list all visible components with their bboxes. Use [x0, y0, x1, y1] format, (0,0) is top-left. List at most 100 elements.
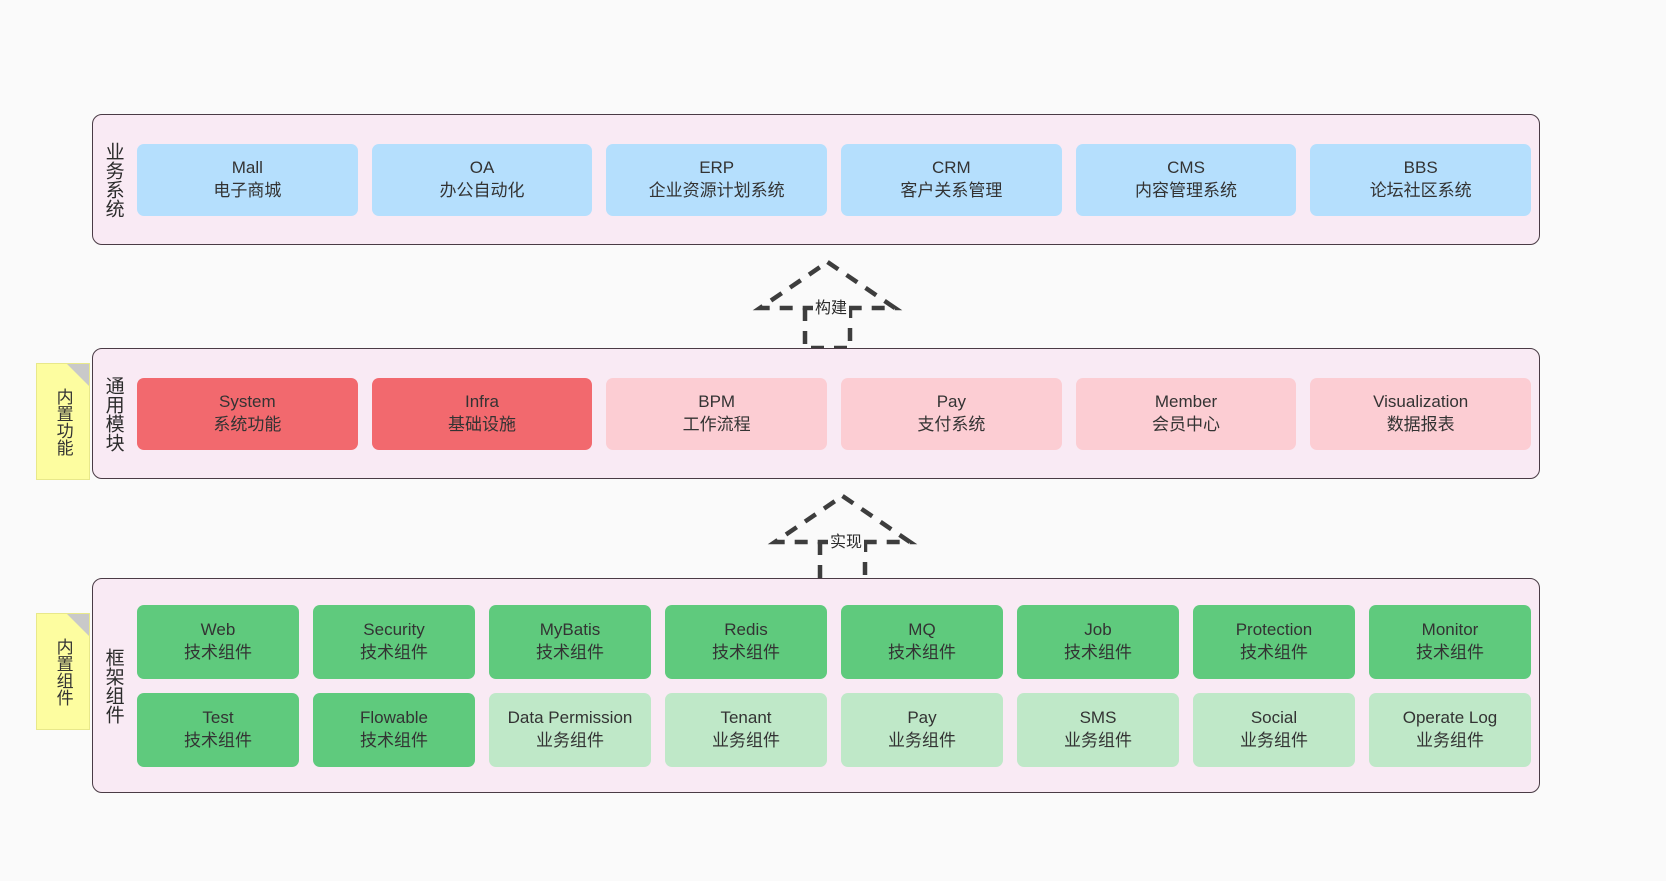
card-subtitle: 会员中心 [1152, 414, 1221, 434]
card-subtitle: 技术组件 [712, 642, 780, 662]
card-title: Member [1154, 392, 1218, 412]
card-subtitle: 技术组件 [1240, 642, 1308, 662]
card-title: CRM [931, 158, 971, 178]
connector-build: 构建 [752, 258, 903, 351]
card-title: Pay [907, 708, 937, 728]
card-subtitle: 技术组件 [184, 642, 252, 662]
card-title: BBS [1403, 158, 1438, 178]
note-fold-corner-icon [67, 614, 89, 636]
sticky-note-builtin-features-label: 内置功能 [53, 387, 73, 456]
card-subtitle: 业务组件 [712, 730, 780, 750]
card-title: Flowable [359, 708, 429, 728]
card-title: MQ [908, 620, 936, 640]
note-fold-corner-icon [67, 364, 89, 386]
card-subtitle: 数据报表 [1386, 414, 1455, 434]
card-title: ERP [699, 158, 735, 178]
card-subtitle: 业务组件 [1240, 730, 1308, 750]
card-title: CMS [1167, 158, 1205, 178]
card-subtitle: 系统功能 [213, 414, 282, 434]
connector-implement-label: 实现 [828, 528, 865, 552]
card-title: Operate Log [1402, 708, 1498, 728]
card-subtitle: 客户关系管理 [900, 180, 1003, 200]
card-title: Redis [724, 620, 768, 640]
card-subtitle: 业务组件 [1416, 730, 1484, 750]
card-title: Test [202, 708, 234, 728]
card-title: Monitor [1421, 620, 1479, 640]
card-subtitle: 论坛社区系统 [1369, 180, 1472, 200]
card-subtitle: 技术组件 [1064, 642, 1132, 662]
card-title: Security [363, 620, 425, 640]
sticky-note-builtin-features: 内置功能 [36, 363, 90, 480]
card-subtitle: 工作流程 [682, 414, 751, 434]
card-title: Data Permission [507, 708, 633, 728]
layer-framework-title: 框架组件 [102, 647, 124, 724]
connector-implement: 实现 [767, 492, 918, 585]
card-title: BPM [698, 392, 736, 412]
card-subtitle: 技术组件 [888, 642, 956, 662]
card-subtitle: 内容管理系统 [1135, 180, 1238, 200]
card-subtitle: 业务组件 [888, 730, 956, 750]
card-title: OA [469, 158, 495, 178]
card-subtitle: 技术组件 [1416, 642, 1484, 662]
sticky-note-builtin-components-label: 内置组件 [53, 637, 73, 706]
card-subtitle: 办公自动化 [439, 180, 525, 200]
card-title: Visualization [1373, 392, 1469, 412]
card-title: Job [1084, 620, 1112, 640]
card-subtitle: 技术组件 [536, 642, 604, 662]
layer-module-title: 通用模块 [102, 375, 124, 452]
card-title: Tenant [720, 708, 772, 728]
card-subtitle: 支付系统 [917, 414, 986, 434]
card-subtitle: 电子商城 [213, 180, 282, 200]
card-title: Social [1250, 708, 1298, 728]
card-subtitle: 技术组件 [360, 730, 428, 750]
card-subtitle: 业务组件 [1064, 730, 1132, 750]
card-title: System [218, 392, 276, 412]
card-subtitle: 技术组件 [360, 642, 428, 662]
connector-build-label: 构建 [813, 294, 850, 318]
card-subtitle: 企业资源计划系统 [648, 180, 785, 200]
card-title: SMS [1079, 708, 1117, 728]
card-title: Infra [464, 392, 500, 412]
card-title: Pay [936, 392, 966, 412]
card-title: Protection [1235, 620, 1313, 640]
card-subtitle: 业务组件 [536, 730, 604, 750]
